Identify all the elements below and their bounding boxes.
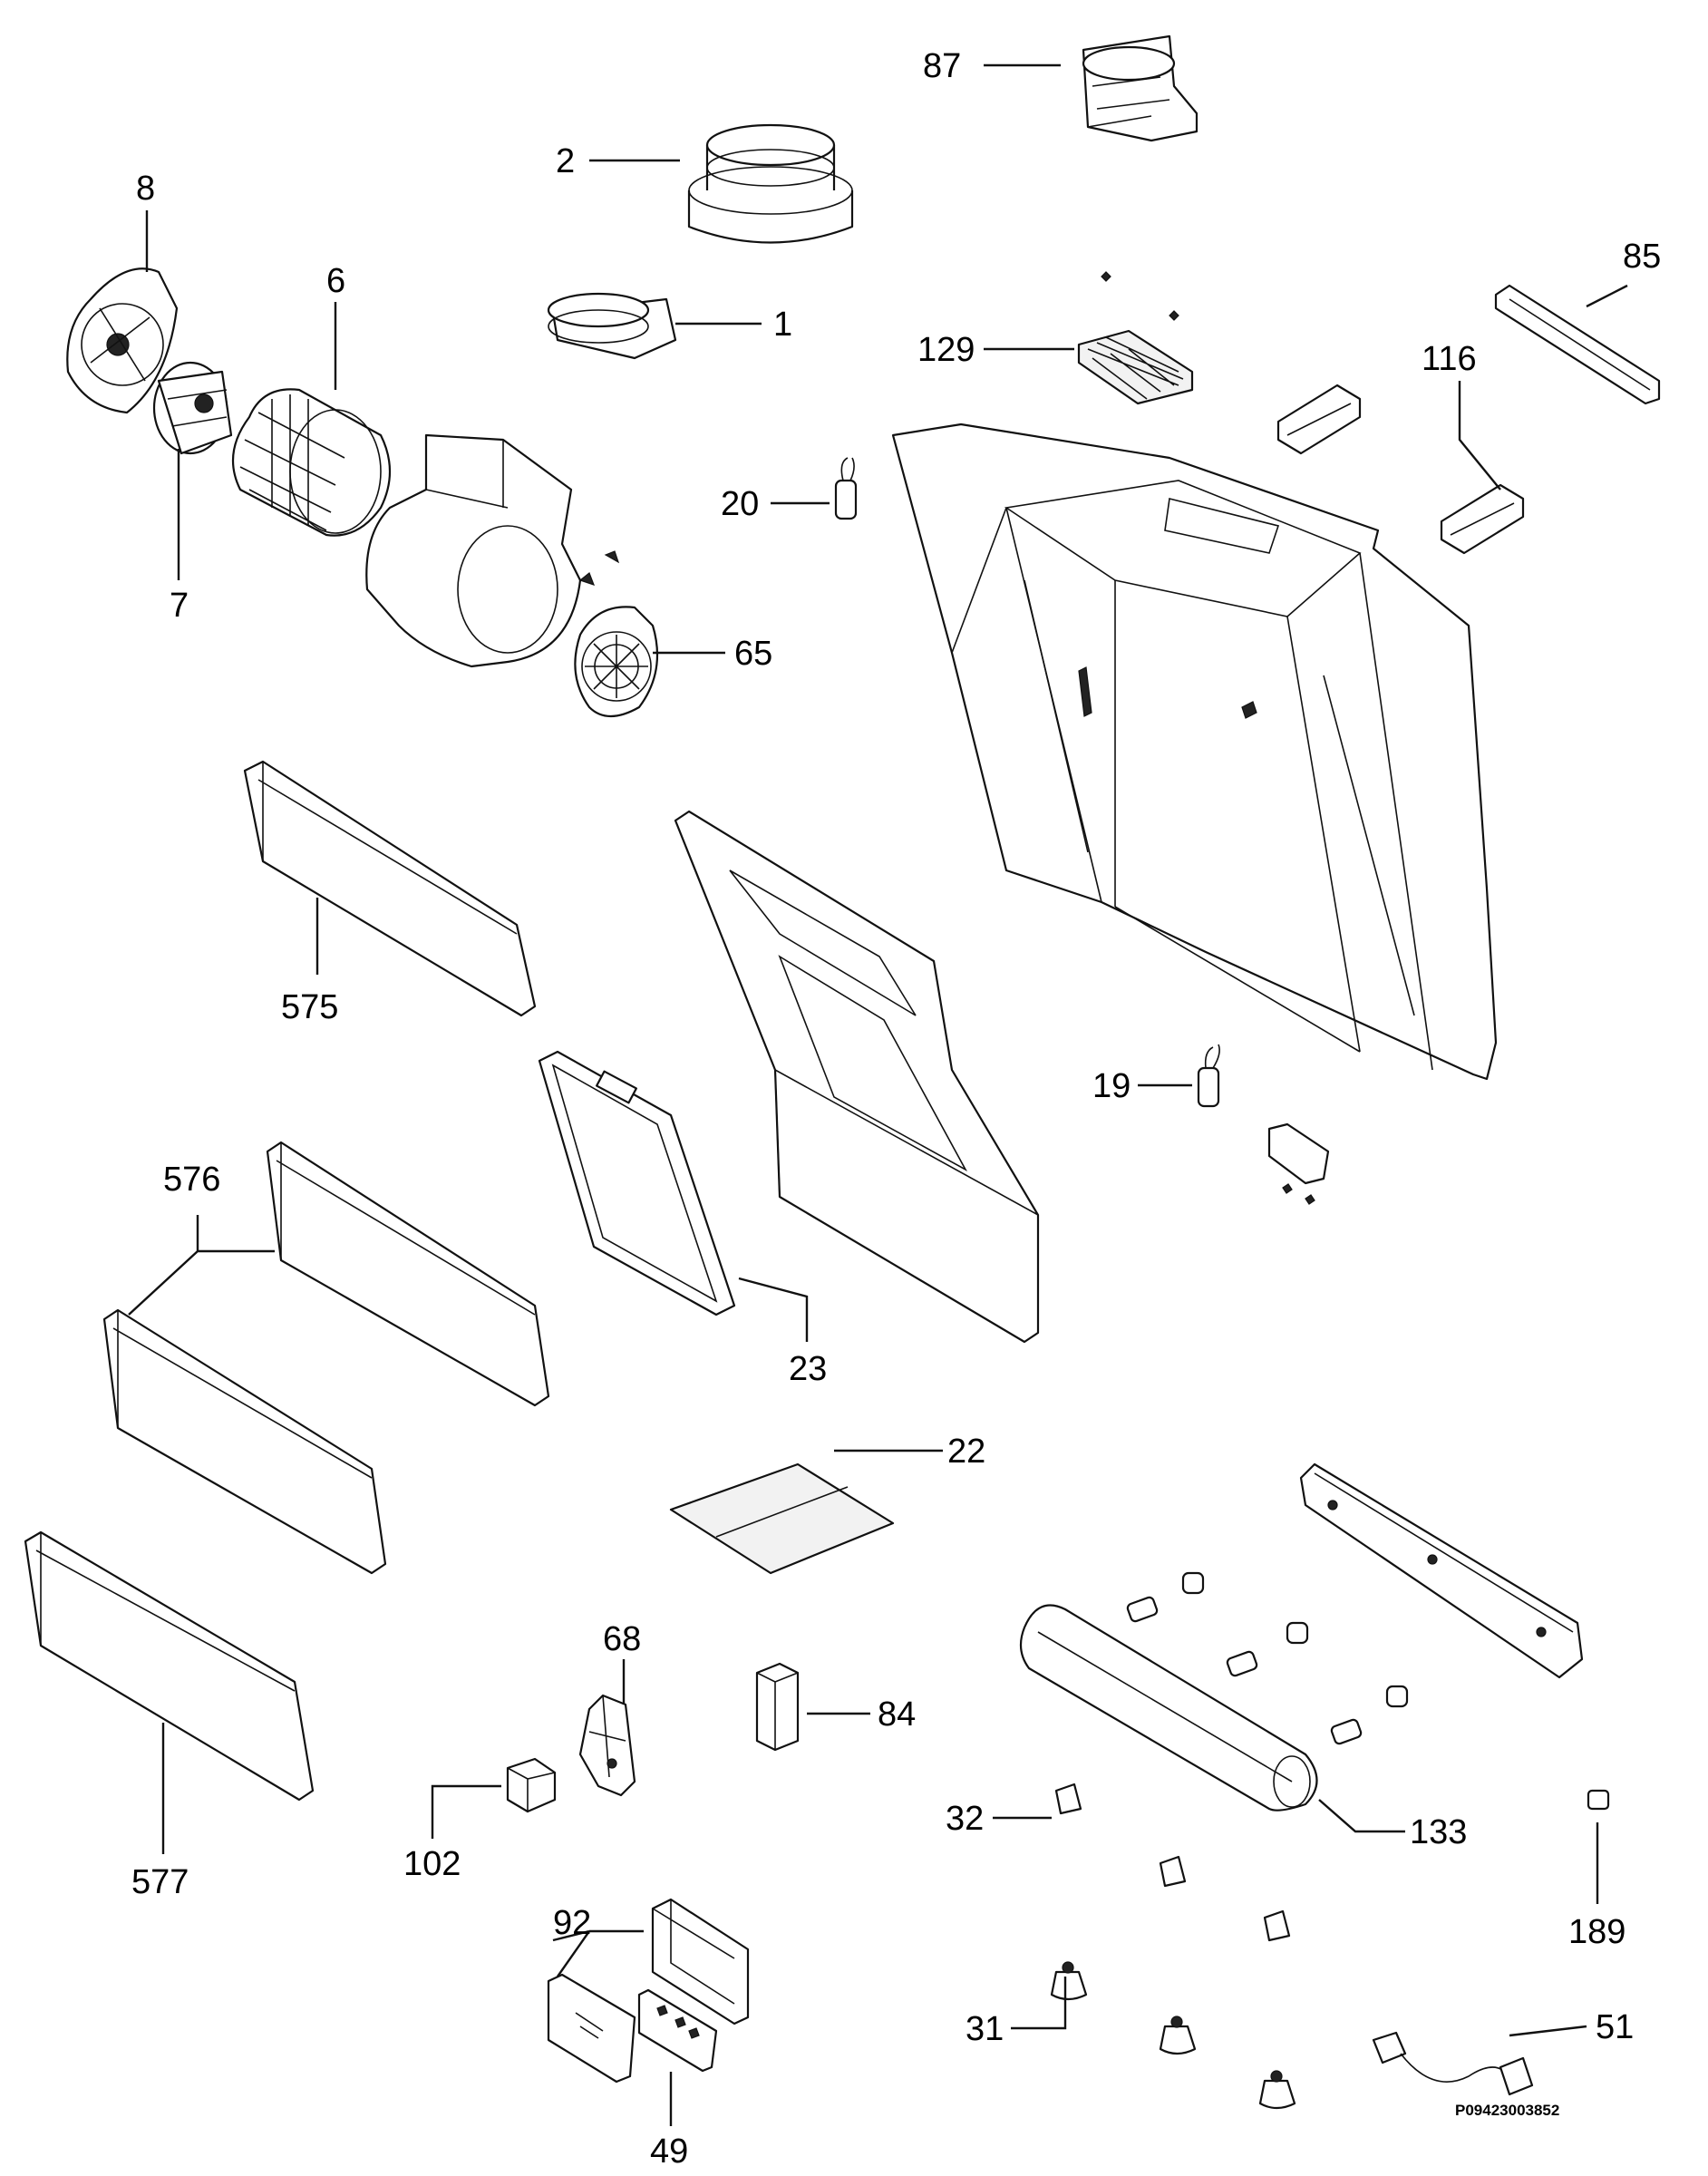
part-49-control-board xyxy=(637,1988,718,2073)
part-8-mounting-plate xyxy=(66,267,179,414)
callout-102: 102 xyxy=(403,1845,461,1883)
callout-23: 23 xyxy=(789,1350,827,1388)
callout-2: 2 xyxy=(556,142,575,180)
part-133-diffuser xyxy=(1019,1604,1318,1812)
part-lamp-holders xyxy=(1126,1571,1409,1745)
part-129-filter-screen xyxy=(1077,271,1194,405)
callout-19: 19 xyxy=(1092,1067,1131,1105)
part-51-wiring-harness xyxy=(1372,2031,1534,2096)
callout-7: 7 xyxy=(170,587,189,625)
part-31-lamps xyxy=(1050,1961,1296,2110)
part-19-capacitor xyxy=(1197,1044,1220,1108)
callout-6: 6 xyxy=(326,262,345,300)
callout-32: 32 xyxy=(946,1800,984,1838)
callout-22: 22 xyxy=(947,1433,985,1471)
callout-87: 87 xyxy=(923,47,961,85)
callout-68: 68 xyxy=(603,1620,641,1658)
callout-8: 8 xyxy=(136,170,155,208)
part-light-rail xyxy=(1299,1462,1584,1679)
part-20-capacitor xyxy=(834,457,858,520)
callout-49: 49 xyxy=(650,2132,688,2171)
callout-1: 1 xyxy=(773,306,792,344)
part-576-side-panels xyxy=(102,1141,550,1575)
part-hood-body xyxy=(891,423,1498,1081)
callout-189: 189 xyxy=(1568,1913,1626,1951)
callout-85: 85 xyxy=(1623,238,1661,276)
part-7-motor xyxy=(152,361,233,455)
part-inner-panel xyxy=(674,810,1040,1344)
part-102-junction-box xyxy=(506,1757,557,1813)
callout-51: 51 xyxy=(1596,2008,1634,2046)
part-116-brackets xyxy=(1276,384,1525,555)
callout-116: 116 xyxy=(1422,340,1477,378)
part-23-grease-filter xyxy=(538,1050,736,1316)
callout-576: 576 xyxy=(163,1161,220,1199)
part-small-bracket xyxy=(1267,1122,1330,1205)
part-22-cover-plate xyxy=(669,1462,895,1575)
callout-575: 575 xyxy=(281,988,338,1026)
part-92-control-box xyxy=(547,1898,750,2084)
part-577-bottom-panel xyxy=(24,1530,315,1802)
callout-92: 92 xyxy=(553,1904,591,1942)
part-32-lamp-clips xyxy=(1054,1783,1291,1942)
part-6-blower-wheel xyxy=(231,388,392,537)
callout-65: 65 xyxy=(734,635,772,673)
part-2-duct-reducer xyxy=(687,123,854,244)
part-87-duct-connector xyxy=(1082,34,1199,142)
reference-code: P09423003852 xyxy=(1455,2102,1559,2119)
part-68-switch-bracket xyxy=(578,1694,636,1797)
part-65-fan-grill xyxy=(574,550,659,717)
part-189-button xyxy=(1587,1789,1610,1811)
callout-84: 84 xyxy=(878,1695,916,1734)
callout-20: 20 xyxy=(721,485,759,523)
callout-129: 129 xyxy=(917,331,975,369)
callout-133: 133 xyxy=(1410,1813,1467,1851)
part-85-mounting-bracket xyxy=(1494,284,1661,405)
leader-lines xyxy=(128,63,1628,2126)
part-1-flange-ring xyxy=(547,292,677,360)
part-blower-housing xyxy=(365,433,582,668)
callout-labels: 87 2 8 6 1 85 129 116 20 7 65 575 19 576… xyxy=(131,47,1661,2171)
part-575-front-panel xyxy=(243,760,537,1017)
callout-31: 31 xyxy=(966,2010,1004,2048)
callout-577: 577 xyxy=(131,1863,189,1901)
part-84-switch xyxy=(755,1662,800,1752)
